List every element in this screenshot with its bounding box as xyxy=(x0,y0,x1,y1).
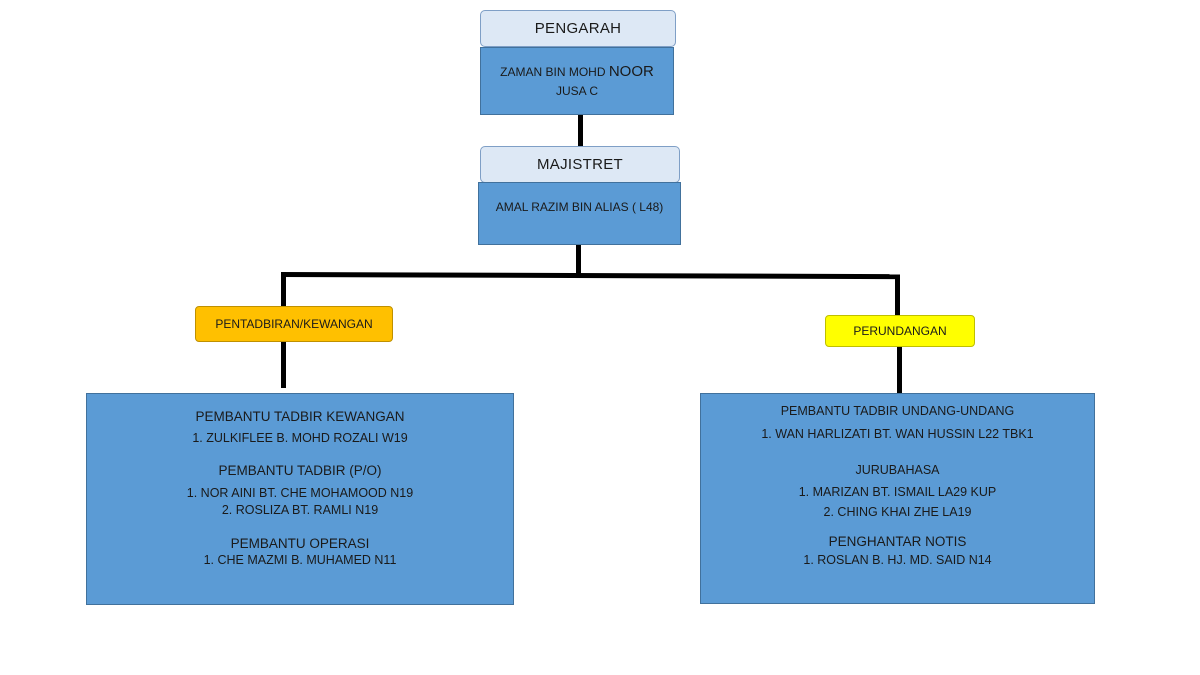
legal-member: 2. CHING KHAI ZHE LA19 xyxy=(823,505,972,519)
connector-horizontal xyxy=(280,272,901,280)
admin-branch-panel: PEMBANTU TADBIR KEWANGAN 1. ZULKIFLEE B.… xyxy=(86,393,514,605)
magistrate-name-box: AMAL RAZIM BIN ALIAS ( L48) xyxy=(478,182,681,245)
connector-director-magistrate xyxy=(578,114,583,146)
legal-member: 1. WAN HARLIZATI BT. WAN HUSSIN L22 TBK1 xyxy=(761,427,1034,441)
director-name-suffix: NOOR xyxy=(608,62,654,80)
admin-member: 1. NOR AINI BT. CHE MOHAMOOD N19 xyxy=(186,486,414,500)
admin-branch-label-box: PENTADBIRAN/KEWANGAN xyxy=(195,306,393,342)
legal-branch-panel: PEMBANTU TADBIR UNDANG-UNDANG 1. WAN HAR… xyxy=(700,393,1095,604)
director-name-prefix: ZAMAN BIN MOHD xyxy=(500,64,606,79)
director-title-box: PENGARAH xyxy=(480,10,676,47)
admin-branch-label: PENTADBIRAN/KEWANGAN xyxy=(215,317,373,331)
connector-right-drop xyxy=(895,276,900,316)
connector-magistrate-down xyxy=(576,244,581,274)
legal-section-title: JURUBAHASA xyxy=(855,463,940,477)
magistrate-title: MAJISTRET xyxy=(536,156,624,173)
connector-legal-panel xyxy=(897,346,902,394)
legal-branch-label: PERUNDANGAN xyxy=(853,324,947,338)
director-name-box: ZAMAN BIN MOHD NOOR JUSA C xyxy=(480,47,674,115)
director-name: ZAMAN BIN MOHD NOOR xyxy=(500,62,654,82)
legal-member: 1. MARIZAN BT. ISMAIL LA29 KUP xyxy=(798,485,997,499)
magistrate-name: AMAL RAZIM BIN ALIAS ( L48) xyxy=(495,200,664,214)
admin-section-title: PEMBANTU TADBIR KEWANGAN xyxy=(195,409,405,424)
legal-section-title: PEMBANTU TADBIR UNDANG-UNDANG xyxy=(780,404,1015,418)
legal-member: 1. ROSLAN B. HJ. MD. SAID N14 xyxy=(803,553,992,567)
legal-branch-label-box: PERUNDANGAN xyxy=(825,315,975,347)
connector-admin-panel xyxy=(281,341,286,388)
director-title: PENGARAH xyxy=(534,20,622,37)
admin-member: 1. CHE MAZMI B. MUHAMED N11 xyxy=(203,553,397,567)
magistrate-title-box: MAJISTRET xyxy=(480,146,680,183)
admin-member: 1. ZULKIFLEE B. MOHD ROZALI W19 xyxy=(192,431,408,445)
connector-left-drop xyxy=(281,272,286,308)
admin-section-title: PEMBANTU OPERASI xyxy=(230,536,370,551)
director-grade: JUSA C xyxy=(555,83,598,98)
admin-member: 2. ROSLIZA BT. RAMLI N19 xyxy=(221,503,379,517)
admin-section-title: PEMBANTU TADBIR (P/O) xyxy=(218,463,382,478)
legal-section-title: PENGHANTAR NOTIS xyxy=(828,534,967,549)
